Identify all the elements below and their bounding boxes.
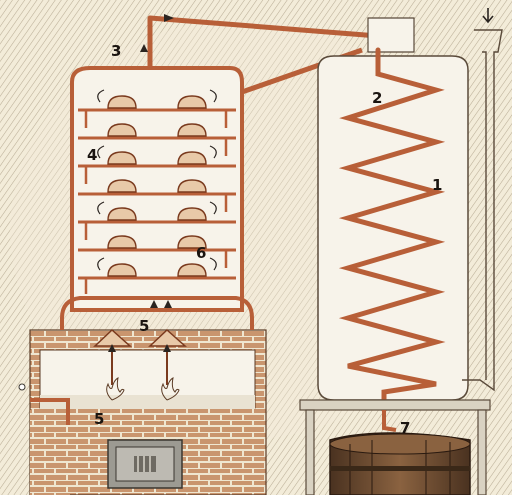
arrow-up-icon (108, 300, 172, 352)
callout-4: 4 (87, 146, 97, 164)
bubble-caps (107, 95, 207, 277)
condenser-tank (317, 17, 469, 401)
brick-furnace (29, 329, 267, 495)
callout-7: 7 (400, 419, 410, 437)
callout-3: 3 (111, 42, 121, 60)
callout-6: 6 (196, 244, 206, 262)
condenser-coil (338, 47, 446, 413)
water-inlet-pipe (462, 29, 503, 392)
flame-icon (106, 377, 180, 401)
furnace-door-icon (107, 439, 183, 489)
column-plates (78, 108, 236, 280)
barrel-icon (329, 432, 471, 495)
vapor-flow-arrows (97, 89, 217, 271)
callout-5-boiler: 5 (94, 410, 104, 428)
condenser-stand (299, 399, 491, 495)
callout-5-column: 5 (139, 317, 149, 335)
distillation-column (60, 66, 254, 330)
spout (382, 410, 397, 432)
arrow-down-icon (482, 8, 494, 24)
arrow-up-icon (164, 14, 174, 22)
drain-pipe (30, 398, 70, 425)
callout-2: 2 (372, 89, 382, 107)
callout-1: 1 (432, 176, 442, 194)
arrow-up-icon (140, 44, 148, 52)
downcomer-pipes (84, 110, 228, 294)
